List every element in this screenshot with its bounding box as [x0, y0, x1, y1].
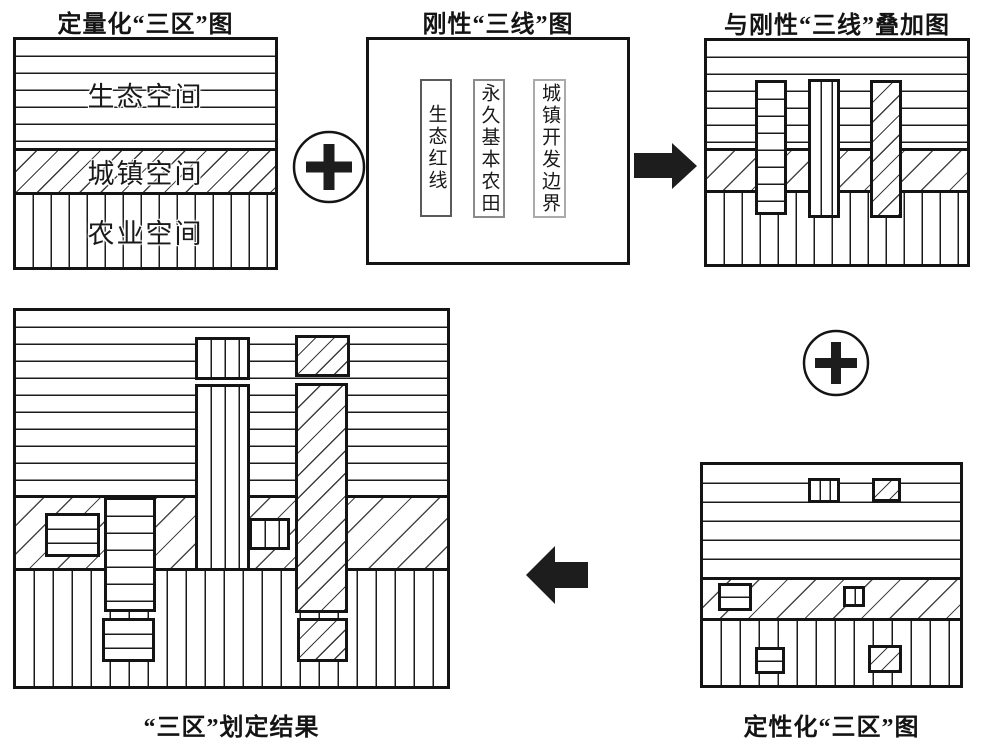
plus-icon	[292, 130, 366, 204]
plus-icon	[802, 329, 870, 397]
urban-space-label: 城镇空间	[87, 159, 204, 189]
patch-farmland-in-urban	[843, 586, 865, 607]
ecological-redline-box: 生态红线	[420, 79, 452, 217]
permanent-farmland-box: 永久基本农田	[473, 79, 505, 218]
quantified-zones-map: 生态空间 城镇空间 农业空间	[13, 37, 278, 270]
patch-ecological-in-agricultural	[755, 647, 785, 674]
ecological-space-band: 生态空间	[16, 40, 275, 148]
result-ecological-bar	[104, 497, 156, 612]
arrow-left-icon	[526, 546, 588, 604]
patch-ecological-in-urban	[718, 583, 752, 611]
result-farmland-bar	[195, 384, 250, 568]
rigid-lines-map: 生态红线 永久基本农田 城镇开发边界	[366, 37, 630, 265]
result-ecological-block-in-urban	[45, 513, 100, 557]
result-farmland-block-in-urban	[249, 518, 290, 550]
qualitative-agricultural-band	[703, 618, 960, 685]
ecological-space-label: 生态空间	[87, 81, 204, 112]
result-ecological-block-bottom	[102, 618, 155, 662]
title-quantified: 定量化“三区”图	[57, 12, 234, 38]
patch-urban-in-agricultural	[868, 645, 902, 673]
result-urban-block-top	[295, 335, 350, 377]
overlay-bar-permanent-farmland	[808, 79, 840, 218]
patch-urban-in-ecological	[872, 478, 901, 502]
agricultural-space-band: 农业空间	[16, 192, 275, 267]
patch-farmland-in-ecological	[808, 478, 840, 503]
title-rigid-lines: 刚性“三线”图	[422, 12, 574, 38]
result-map	[13, 308, 450, 689]
title-overlay: 与刚性“三线”叠加图	[724, 13, 950, 39]
arrow-right-icon	[634, 143, 697, 189]
title-result: “三区”划定结果	[143, 715, 320, 741]
result-urban-block-bottom	[297, 618, 348, 662]
agricultural-space-label: 农业空间	[87, 218, 204, 249]
overlay-bar-urban-boundary	[870, 80, 902, 218]
title-qualitative: 定性化“三区”图	[743, 715, 920, 741]
overlay-bar-ecological-redline	[755, 80, 787, 215]
result-farmland-block-top	[195, 337, 250, 380]
urban-boundary-box: 城镇开发边界	[533, 79, 566, 218]
qualitative-zones-map	[700, 462, 963, 688]
overlay-map	[704, 38, 970, 267]
result-agricultural-band	[16, 568, 447, 686]
urban-space-band: 城镇空间	[16, 148, 275, 192]
result-urban-bar	[295, 383, 348, 613]
